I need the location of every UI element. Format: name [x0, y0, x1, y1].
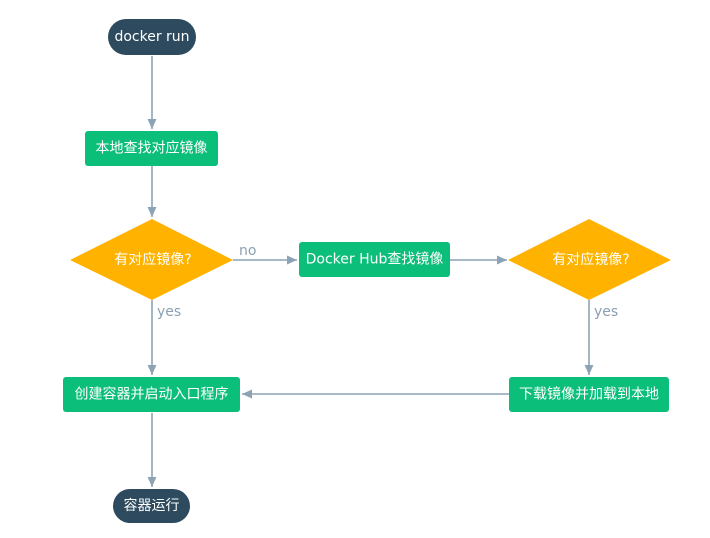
node-create-label: 创建容器并启动入口程序	[75, 386, 229, 403]
edge-label-no: no	[239, 243, 256, 259]
node-decision-hub-label: 有对应镜像?	[552, 251, 629, 268]
node-download-label: 下载镜像并加载到本地	[519, 387, 659, 403]
node-create-shape	[63, 377, 240, 412]
node-start-label: docker run	[114, 29, 189, 45]
node-local-search[interactable]: 本地查找对应镜像	[85, 131, 218, 166]
node-decision-hub[interactable]: 有对应镜像?	[508, 219, 671, 300]
node-hub-search-shape	[299, 242, 450, 277]
node-hub-search-label: Docker Hub查找镜像	[306, 252, 444, 268]
node-local-search-label: 本地查找对应镜像	[96, 140, 208, 157]
edge-label-yes-left: yes	[157, 304, 181, 320]
node-decision-hub-shape	[508, 219, 671, 300]
node-end-shape	[113, 489, 190, 523]
node-download[interactable]: 下载镜像并加载到本地	[509, 377, 669, 412]
node-local-search-shape	[85, 131, 218, 166]
node-decision-local-shape	[70, 219, 233, 300]
node-end[interactable]: 容器运行	[113, 489, 190, 523]
node-decision-local[interactable]: 有对应镜像?	[70, 219, 233, 300]
node-download-shape	[509, 377, 669, 412]
node-start[interactable]: docker run	[108, 19, 196, 55]
node-hub-search[interactable]: Docker Hub查找镜像	[299, 242, 450, 277]
edge-label-yes-right: yes	[594, 304, 618, 320]
node-create[interactable]: 创建容器并启动入口程序	[63, 377, 240, 412]
node-end-label: 容器运行	[124, 497, 180, 514]
node-start-shape	[108, 19, 196, 55]
node-decision-local-label: 有对应镜像?	[114, 251, 191, 268]
